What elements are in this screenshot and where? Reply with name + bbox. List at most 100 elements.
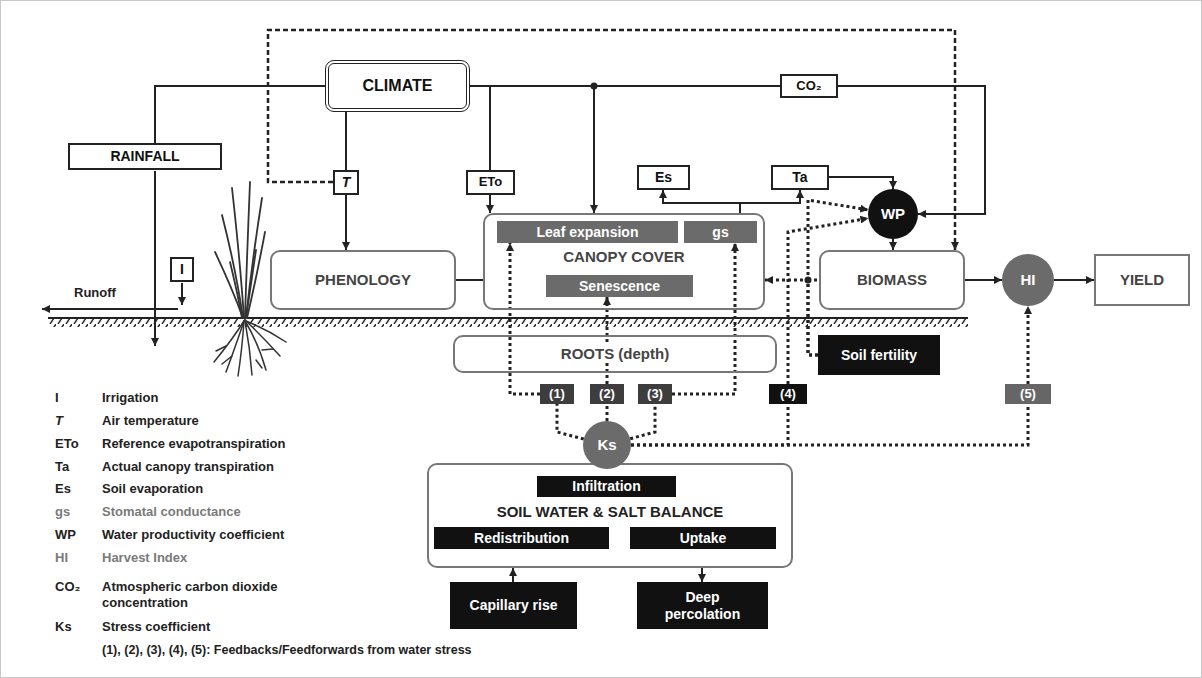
process-box: CO₂ [780, 74, 838, 98]
process-box: ROOTS (depth) [453, 335, 777, 373]
group-box: CANOPY COVER Leaf expansion gsSenescence [483, 213, 765, 310]
connector-arrow [1027, 306, 1030, 384]
legend-text: Ta [55, 459, 69, 475]
connector-arrow [631, 404, 788, 445]
node-label: ETo [479, 175, 503, 190]
connector-arrow [470, 85, 780, 87]
process-box: BIOMASS [819, 250, 965, 310]
node-label: Ta [792, 169, 807, 185]
connector-arrow [701, 568, 703, 582]
process-box: Senescence [546, 275, 693, 297]
legend-text: Stomatal conductance [102, 504, 241, 520]
node-label: Capillary rise [470, 597, 558, 613]
legend-text: (1), (2), (3), (4), (5): Feedbacks/Feedf… [102, 642, 472, 658]
process-box: Soil fertility [818, 335, 940, 375]
connector-arrow [631, 404, 1028, 445]
node-label: BIOMASS [857, 271, 927, 288]
connector-arrow [606, 297, 609, 384]
node-label: Leaf expansion [537, 224, 639, 240]
connector-arrow [765, 280, 818, 355]
node-label: Uptake [680, 530, 727, 546]
node-label: WP [881, 205, 905, 222]
connector-arrow [965, 279, 1002, 281]
node-label: Infiltration [572, 478, 640, 494]
node-label: (2) [599, 387, 615, 402]
annotation: Runoff [74, 285, 116, 301]
legend-text: Actual canopy transpiration [102, 459, 274, 475]
connector-arrow [470, 86, 490, 170]
process-box: Ta [771, 165, 829, 190]
process-box: (2) [590, 384, 624, 404]
node-label: (5) [1020, 387, 1036, 402]
legend-text: Ks [55, 619, 72, 635]
node-label: SOIL WATER & SALT BALANCE [497, 503, 724, 520]
connector-arrow [345, 112, 347, 170]
process-box: YIELD [1094, 254, 1190, 306]
process-box: Capillary rise [450, 582, 577, 629]
connector-arrow [630, 404, 655, 439]
process-box: (3) [638, 384, 672, 404]
node-label: (3) [647, 387, 663, 402]
node-label: T [342, 174, 351, 190]
irrigation-arrow [181, 283, 183, 305]
legend-text: Irrigation [102, 390, 158, 406]
circle-fill [1002, 254, 1054, 306]
rainfall-arrow [154, 171, 156, 346]
legend-text: I [55, 390, 59, 406]
node-label: (1) [549, 387, 565, 402]
node-label: (4) [780, 387, 796, 402]
node-label: HI [1021, 271, 1036, 288]
connector-arrow [268, 30, 955, 250]
circle-fill [583, 421, 631, 469]
legend-text: Stress coefficient [102, 619, 210, 635]
connector-arrow [557, 404, 584, 439]
legend-text: Soil evaporation [102, 481, 203, 497]
legend-text: Reference evapotranspiration [102, 436, 286, 452]
legend-text: Water productivity coefficient [102, 527, 284, 543]
ground-hatch [48, 318, 968, 327]
process-box: (5) [1005, 384, 1051, 404]
connector-arrow [512, 568, 514, 582]
connector-arrow [892, 239, 894, 250]
process-box: Leaf expansion [497, 221, 678, 243]
group-box: SOIL WATER & SALT BALANCEInfiltrationRed… [427, 463, 793, 568]
legend-text: HI [55, 550, 68, 566]
connector-arrow [1054, 279, 1094, 281]
process-box: I [170, 257, 194, 282]
node-label: Es [655, 169, 672, 185]
ground-line [48, 317, 968, 319]
stress-circle: HI [1002, 254, 1054, 306]
legend-text: Es [55, 481, 71, 497]
process-box: RAINFALL [68, 143, 222, 170]
node-label: Deep percolation [650, 589, 755, 621]
node-label: ROOTS (depth) [557, 345, 673, 362]
legend-text: WP [55, 527, 76, 543]
process-box: Uptake [630, 527, 776, 549]
root-drawing [214, 321, 286, 376]
connector-arrow [740, 190, 800, 213]
node-label: CLIMATE [363, 77, 433, 95]
legend-text: ETo [55, 436, 79, 452]
connector-arrow [456, 279, 483, 281]
process-box: Es [637, 165, 690, 190]
dotted-stub [808, 279, 819, 282]
node-label: PHENOLOGY [315, 271, 411, 288]
node-label: YIELD [1120, 271, 1164, 288]
process-box: ETo [466, 170, 515, 195]
connector-arrow [489, 195, 491, 213]
circle-fill [868, 189, 918, 239]
legend-text: gs [55, 504, 70, 520]
connector-arrow [345, 195, 347, 250]
node-label: CANOPY COVER [559, 248, 688, 265]
legend-text: Air temperature [102, 413, 199, 429]
node-label: I [180, 261, 184, 277]
node-label: Soil fertility [841, 347, 917, 363]
stress-circle: Ks [583, 421, 631, 469]
stress-circle: WP [868, 189, 918, 239]
process-box: gs [684, 221, 757, 243]
runoff-arrow [42, 308, 178, 310]
connector-arrow [838, 86, 985, 214]
node-label: CO₂ [796, 79, 821, 94]
